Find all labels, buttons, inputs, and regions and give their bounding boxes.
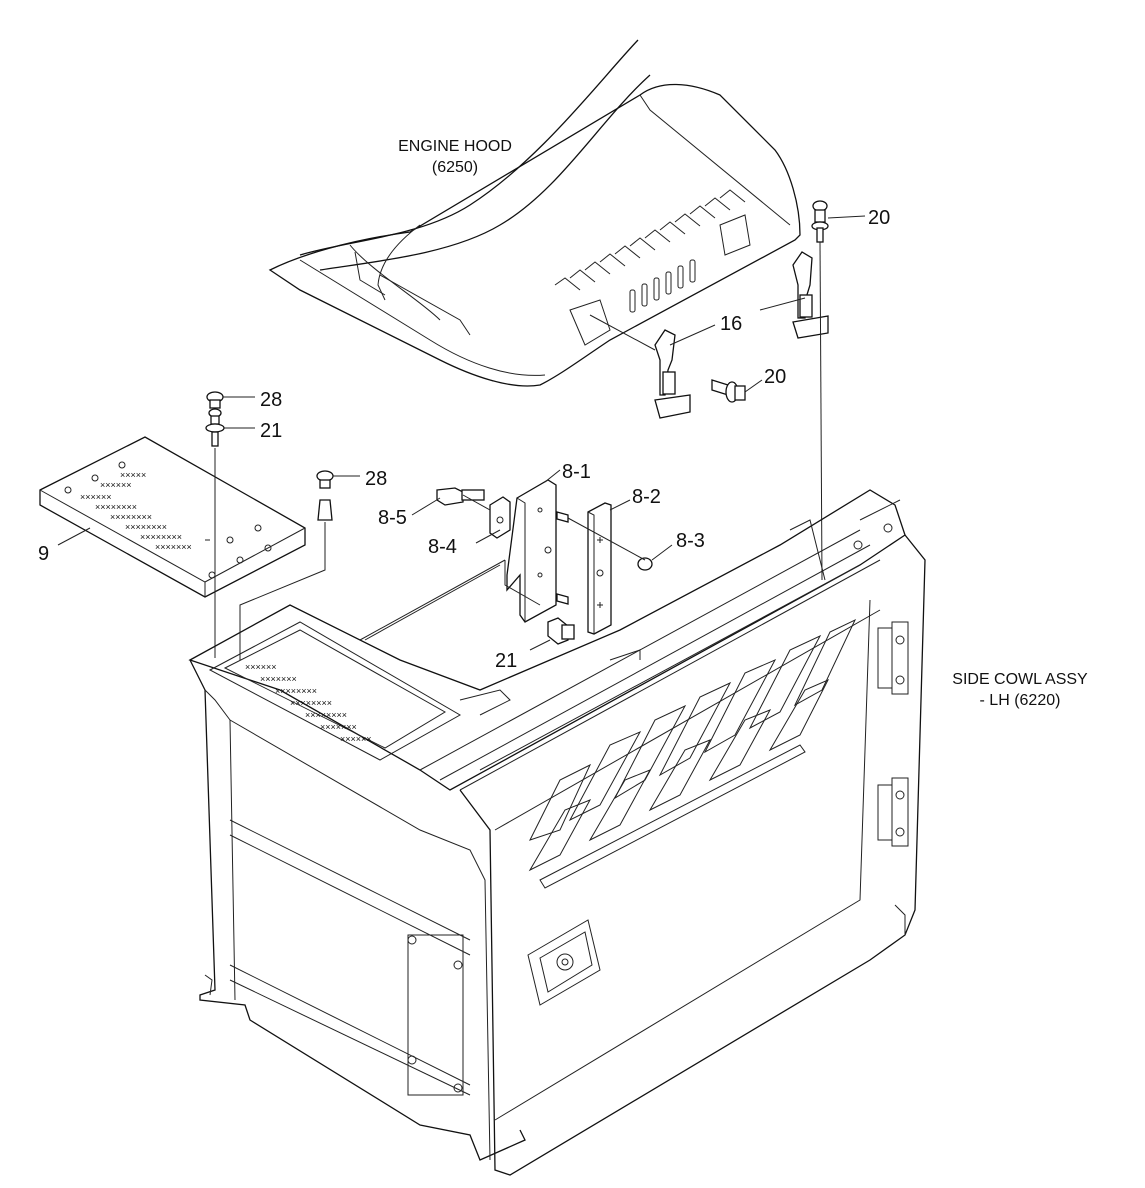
callout-8-2: 8-2 [632,486,661,508]
side-cowl-code: - LH (6220) [980,692,1061,709]
svg-text:×××××××: ××××××× [155,542,192,552]
svg-text:××××××××: ×××××××× [305,710,347,720]
svg-text:×××××××: ××××××× [320,722,357,732]
svg-text:××××××: ×××××× [340,734,372,744]
hood-latch-left [654,329,691,419]
side-cowl-label: SIDE COWL ASSY - LH (6220) [952,671,1088,709]
side-cowl-body: ××××××××××××× ×××××××××××××××× ×××××××××… [188,489,926,1176]
svg-text:××××××××: ×××××××× [110,512,152,522]
callout-16: 16 [720,313,742,335]
svg-text:××××××: ×××××× [245,662,277,672]
bolt-28-mid [316,470,334,521]
callout-28-mid: 28 [365,468,387,490]
callout-20-mid: 20 [764,366,786,388]
callout-28-left: 28 [260,389,282,411]
engine-hood-label: ENGINE HOOD (6250) [398,138,512,176]
bracket-assembly [436,479,653,645]
svg-text:××××××××: ×××××××× [275,686,317,696]
callout-8-3: 8-3 [676,530,705,552]
engine-hood-name: ENGINE HOOD [398,138,512,155]
bolt-20-top [811,200,829,243]
engine-hood-code: (6250) [432,159,478,176]
callout-21-left: 21 [260,420,282,442]
callout-9: 9 [38,543,49,565]
callout-20-top: 20 [868,207,890,229]
svg-text:××××××: ×××××× [80,492,112,502]
bolt-28-left [206,391,224,409]
callout-8-4: 8-4 [428,536,457,558]
svg-text:××××××: ×××××× [100,480,132,490]
svg-text:××××××××: ×××××××× [125,522,167,532]
bolt-21-left [205,408,225,447]
step-plate: ×××××××××××××× ×××××××××××××××× ××××××××… [39,436,306,598]
svg-text:×××××: ××××× [120,470,146,480]
side-cowl-name: SIDE COWL ASSY [952,671,1088,688]
engine-hood-drawing [268,39,801,387]
bolt-20-mid [711,379,746,403]
svg-text:××××××××: ×××××××× [95,502,137,512]
hood-latch-right [792,251,829,339]
svg-text:×××××××: ××××××× [260,674,297,684]
callout-21-bottom: 21 [495,650,517,672]
svg-text:××××××××: ×××××××× [140,532,182,542]
callout-8-5: 8-5 [378,507,407,529]
callout-8-1: 8-1 [562,461,591,483]
svg-text:××××××××: ×××××××× [290,698,332,708]
